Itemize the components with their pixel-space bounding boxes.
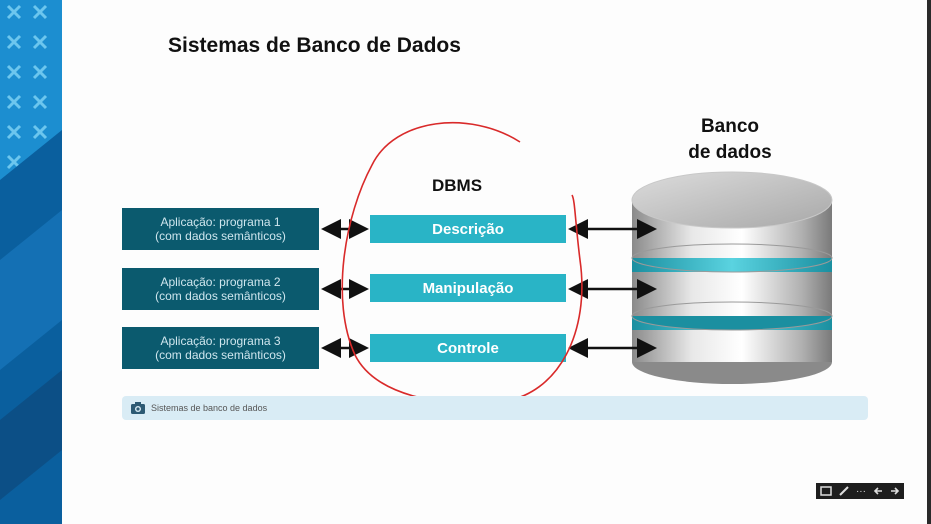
pen-icon[interactable] (839, 486, 849, 496)
app-program-2: Aplicação: programa 2 (com dados semânti… (122, 268, 319, 310)
page-title: Sistemas de Banco de Dados (168, 34, 461, 57)
decorative-side-band (0, 0, 62, 524)
slide-icon[interactable] (819, 486, 832, 496)
next-arrow-icon[interactable] (890, 486, 900, 496)
app-program-1-line1: Aplicação: programa 1 (160, 215, 281, 229)
slide-controls: ··· (816, 483, 904, 499)
dbms-manipulacao: Manipulação (370, 274, 566, 302)
camera-icon (131, 402, 145, 414)
figure-caption: Sistemas de banco de dados (122, 396, 868, 420)
app-program-2-line2: (com dados semânticos) (155, 289, 286, 303)
prev-arrow-icon[interactable] (873, 486, 883, 496)
app-program-3-line1: Aplicação: programa 3 (160, 334, 281, 348)
more-icon[interactable]: ··· (855, 485, 866, 497)
dbms-label: DBMS (432, 176, 483, 195)
app-program-1-line2: (com dados semânticos) (155, 229, 286, 243)
dbms-controle: Controle (370, 334, 566, 362)
database-label: Banco de dados (670, 114, 790, 166)
app-program-2-line1: Aplicação: programa 2 (160, 275, 281, 289)
dbms-descricao: Descrição (370, 215, 566, 243)
database-label-line2: de dados (688, 142, 772, 163)
pattern-decoration (0, 0, 62, 524)
database-cylinder-icon (631, 171, 833, 384)
window-edge (927, 0, 931, 524)
app-program-3-line2: (com dados semânticos) (155, 348, 286, 362)
caption-text: Sistemas de banco de dados (151, 403, 268, 413)
database-label-line1: Banco (700, 116, 760, 137)
app-program-1: Aplicação: programa 1 (com dados semânti… (122, 208, 319, 250)
red-annotation-circle (341, 122, 583, 405)
app-program-3: Aplicação: programa 3 (com dados semânti… (122, 327, 319, 369)
